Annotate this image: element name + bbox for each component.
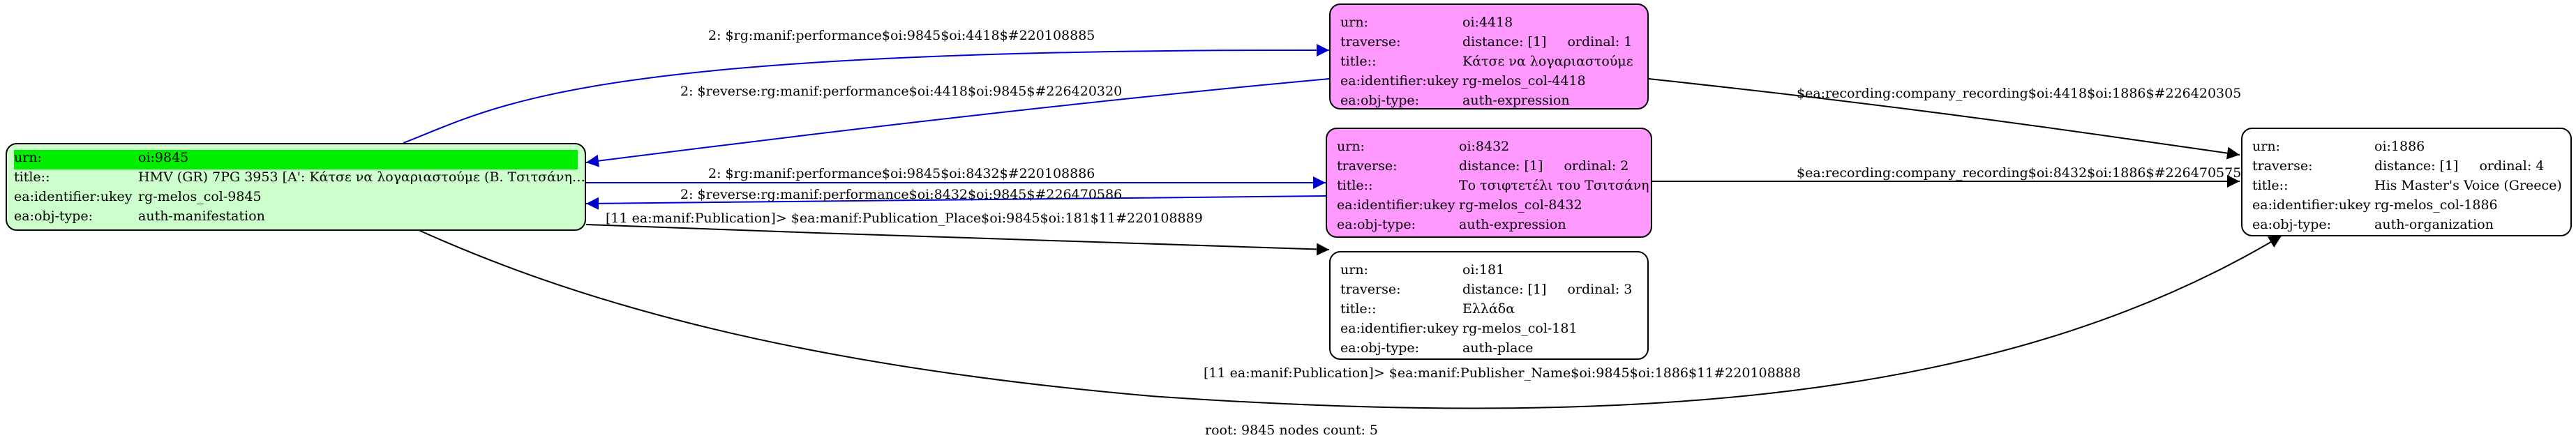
title-key: title:: bbox=[14, 169, 50, 185]
title-key: title:: bbox=[1340, 54, 1377, 69]
edge-label-root-to-8432: 2: $rg:manif:performance$oi:9845$oi:8432… bbox=[708, 166, 1095, 181]
ukey-row: ea:identifier:ukey rg-melos_col-8432 bbox=[1337, 197, 1641, 217]
otype-key: ea:obj-type: bbox=[14, 209, 93, 224]
title-value: Ελλάδα bbox=[1462, 301, 1515, 317]
edge-label-root-to-1886: [11 ea:manif:Publication]> $ea:manif:Pub… bbox=[1204, 365, 1801, 381]
ordinal-value: ordinal: 4 bbox=[2479, 158, 2545, 174]
distance-value: distance: [1] bbox=[1462, 282, 1547, 297]
distance-value: distance: [1] bbox=[1459, 158, 1543, 174]
traverse-key: traverse: bbox=[1340, 282, 1401, 297]
ukey-row: ea:identifier:ukey rg-melos_col-1886 bbox=[2252, 197, 2561, 217]
edge-4418-to-1886 bbox=[1648, 78, 2240, 160]
node-4418[interactable]: urn: oi:4418 traverse: distance: [1] ord… bbox=[1329, 3, 1649, 109]
title-value: His Master's Voice (Greece) bbox=[2374, 178, 2562, 193]
urn-row: urn: oi:181 bbox=[1340, 262, 1638, 282]
edge-label-4418-to-root: 2: $reverse:rg:manif:performance$oi:4418… bbox=[680, 84, 1123, 99]
otype-value: auth-manifestation bbox=[138, 209, 265, 224]
urn-key: urn: bbox=[1340, 15, 1368, 30]
edge-label-8432-to-1886: $ea:recording:company_recording$oi:8432$… bbox=[1797, 165, 2242, 181]
urn-row: urn: oi:8432 bbox=[1337, 139, 1641, 158]
distance-value: distance: [1] bbox=[2374, 158, 2459, 174]
title-key: title:: bbox=[1340, 301, 1377, 317]
node-8432[interactable]: urn: oi:8432 traverse: distance: [1] ord… bbox=[1326, 128, 1652, 238]
distance-value: distance: [1] bbox=[1462, 34, 1547, 50]
ukey-value: rg-melos_col-4418 bbox=[1462, 73, 1586, 89]
otype-key: ea:obj-type: bbox=[2252, 217, 2332, 232]
ukey-row: ea:identifier:ukey rg-melos_col-181 bbox=[1340, 321, 1638, 340]
traverse-row: traverse: distance: [1] ordinal: 2 bbox=[1337, 158, 1641, 178]
otype-row: ea:obj-type: auth-organization bbox=[2252, 217, 2561, 236]
urn-value: oi:4418 bbox=[1462, 15, 1513, 30]
otype-key: ea:obj-type: bbox=[1340, 340, 1420, 356]
otype-row: ea:obj-type: auth-place bbox=[1340, 340, 1638, 360]
ukey-key: ea:identifier:ukey bbox=[14, 189, 133, 204]
otype-value: auth-organization bbox=[2374, 217, 2494, 232]
root-title-row: title:: HMV (GR) 7PG 3953 [A': Κάτσε να … bbox=[14, 169, 585, 189]
title-key: title:: bbox=[2252, 178, 2289, 193]
ordinal-value: ordinal: 2 bbox=[1564, 158, 1629, 174]
otype-value: auth-expression bbox=[1459, 217, 1566, 232]
title-row: title:: Ελλάδα bbox=[1340, 301, 1638, 321]
graph-footer: root: 9845 nodes count: 5 bbox=[1205, 423, 1379, 438]
urn-value: oi:8432 bbox=[1459, 139, 1510, 154]
node-root-9845[interactable]: urn: oi:9845 title:: HMV (GR) 7PG 3953 [… bbox=[6, 143, 586, 231]
urn-row: urn: oi:1886 bbox=[2252, 139, 2561, 158]
traverse-row: traverse: distance: [1] ordinal: 1 bbox=[1340, 34, 1638, 54]
edge-label-4418-to-1886: $ea:recording:company_recording$oi:4418$… bbox=[1797, 86, 2242, 101]
traverse-key: traverse: bbox=[2252, 158, 2313, 174]
title-value: Κάτσε να λογαριαστούμε bbox=[1462, 54, 1633, 69]
otype-key: ea:obj-type: bbox=[1340, 93, 1420, 108]
traverse-row: traverse: distance: [1] ordinal: 3 bbox=[1340, 282, 1638, 301]
edge-root-to-1886 bbox=[418, 229, 2282, 409]
ukey-value: rg-melos_col-8432 bbox=[1459, 197, 1582, 213]
urn-key: urn: bbox=[1337, 139, 1365, 154]
ukey-value: rg-melos_col-9845 bbox=[138, 189, 262, 204]
urn-value: oi:1886 bbox=[2374, 139, 2425, 154]
edge-8432-to-root bbox=[585, 195, 1326, 210]
title-value: HMV (GR) 7PG 3953 [A': Κάτσε να λογαριασ… bbox=[138, 169, 585, 185]
edge-label-root-to-4418: 2: $rg:manif:performance$oi:9845$oi:4418… bbox=[708, 28, 1095, 43]
traverse-row: traverse: distance: [1] ordinal: 4 bbox=[2252, 158, 2561, 178]
node-1886[interactable]: urn: oi:1886 traverse: distance: [1] ord… bbox=[2241, 128, 2572, 236]
otype-value: auth-expression bbox=[1462, 93, 1570, 108]
root-urn-row: urn: oi:9845 bbox=[14, 150, 578, 169]
ukey-key: ea:identifier:ukey bbox=[1337, 197, 1455, 213]
title-row: title:: Το τσιφτετέλι του Τσιτσάνη bbox=[1337, 178, 1649, 197]
ukey-key: ea:identifier:ukey bbox=[1340, 73, 1459, 89]
edge-root-to-4418 bbox=[403, 43, 1330, 144]
otype-row: ea:obj-type: auth-expression bbox=[1337, 217, 1641, 236]
urn-key: urn: bbox=[2252, 139, 2280, 154]
node-181[interactable]: urn: oi:181 traverse: distance: [1] ordi… bbox=[1329, 251, 1649, 360]
otype-value: auth-place bbox=[1462, 340, 1534, 356]
otype-row: ea:obj-type: auth-expression bbox=[1340, 93, 1638, 112]
root-otype-row: ea:obj-type: auth-manifestation bbox=[14, 209, 578, 228]
edge-4418-to-root bbox=[585, 78, 1330, 167]
edge-label-root-to-181: [11 ea:manif:Publication]> $ea:manif:Pub… bbox=[606, 211, 1203, 226]
urn-row: urn: oi:4418 bbox=[1340, 15, 1638, 34]
title-key: title:: bbox=[1337, 178, 1373, 193]
traverse-key: traverse: bbox=[1337, 158, 1398, 174]
urn-key: urn: bbox=[1340, 262, 1368, 278]
title-row: title:: His Master's Voice (Greece) bbox=[2252, 178, 2562, 197]
ukey-key: ea:identifier:ukey bbox=[2252, 197, 2371, 213]
title-value: Το τσιφτετέλι του Τσιτσάνη bbox=[1459, 178, 1649, 193]
title-row: title:: Κάτσε να λογαριαστούμε bbox=[1340, 54, 1638, 73]
ordinal-value: ordinal: 3 bbox=[1567, 282, 1633, 297]
ukey-value: rg-melos_col-181 bbox=[1462, 321, 1578, 336]
urn-key: urn: bbox=[14, 150, 42, 165]
ukey-key: ea:identifier:ukey bbox=[1340, 321, 1459, 336]
ukey-value: rg-melos_col-1886 bbox=[2374, 197, 2498, 213]
edge-label-8432-to-root: 2: $reverse:rg:manif:performance$oi:8432… bbox=[680, 187, 1123, 202]
ukey-row: ea:identifier:ukey rg-melos_col-4418 bbox=[1340, 73, 1638, 93]
root-ukey-row: ea:identifier:ukey rg-melos_col-9845 bbox=[14, 189, 578, 209]
otype-key: ea:obj-type: bbox=[1337, 217, 1416, 232]
traverse-key: traverse: bbox=[1340, 34, 1401, 50]
urn-value: oi:9845 bbox=[138, 150, 189, 165]
edge-root-to-181 bbox=[585, 224, 1330, 256]
urn-value: oi:181 bbox=[1462, 262, 1505, 278]
ordinal-value: ordinal: 1 bbox=[1567, 34, 1633, 50]
